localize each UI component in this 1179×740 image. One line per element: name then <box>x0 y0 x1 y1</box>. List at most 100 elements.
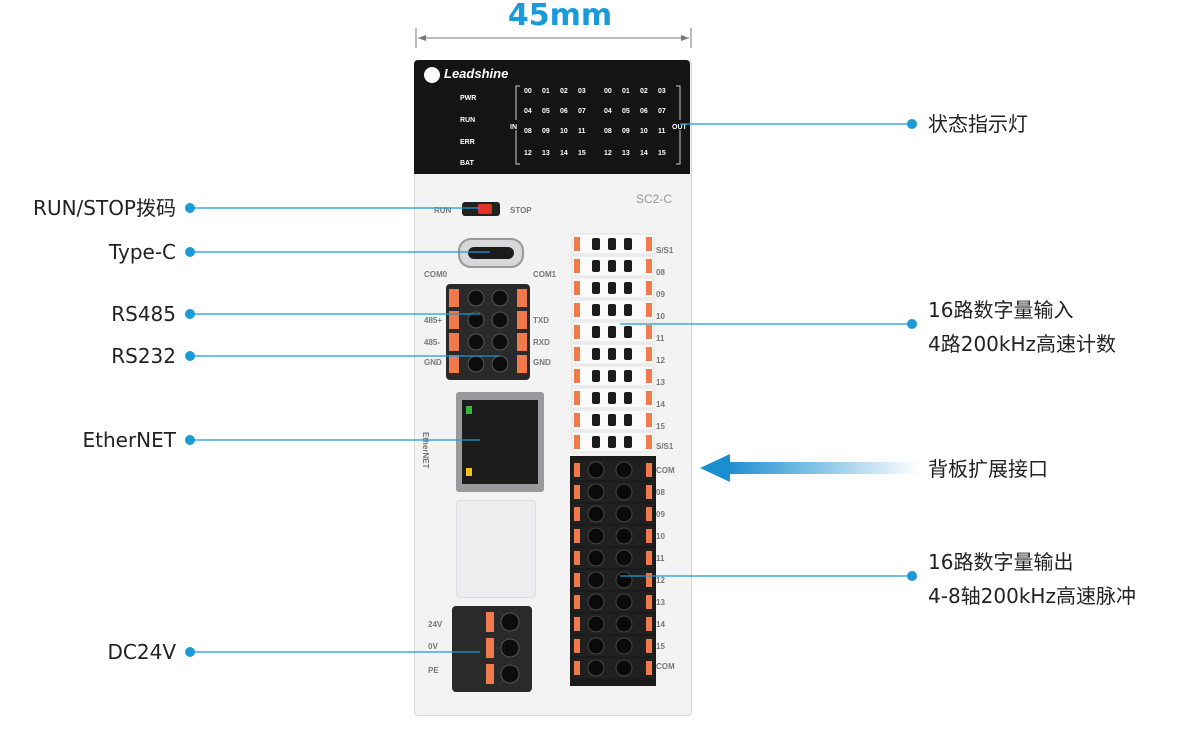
input-term-10: 10 <box>656 312 665 321</box>
switch-run-label: RUN <box>434 206 452 215</box>
callout-dc24v: DC24V <box>107 640 177 664</box>
led-in-01: 01 <box>542 88 550 95</box>
blank-panel <box>456 500 536 598</box>
led-in-15: 15 <box>578 150 586 157</box>
com1-label: COM1 <box>533 270 557 279</box>
input-term-08: 08 <box>656 268 665 277</box>
in-label: IN <box>510 124 517 131</box>
output-term-com-top: COM <box>656 466 675 475</box>
pin-gnd-right: GND <box>533 358 551 367</box>
output-term-com-bottom: COM <box>656 662 675 671</box>
led-brackets <box>515 85 681 165</box>
callout-output-line1: 16路数字量输出 <box>928 550 1074 574</box>
ethernet-socket <box>462 400 538 484</box>
callout-rs232: RS232 <box>111 344 176 368</box>
led-out-09: 09 <box>622 128 630 135</box>
pin-txd: TXD <box>533 316 549 325</box>
led-out-07: 07 <box>658 108 666 115</box>
input-term-ss1-bottom: S/S1 <box>656 442 674 451</box>
callout-backplane: 背板扩展接口 <box>928 457 1048 481</box>
led-out-11: 11 <box>658 128 666 135</box>
output-term-09: 09 <box>656 510 665 519</box>
led-in-11: 11 <box>578 128 586 135</box>
power-pin-24v: 24V <box>428 620 443 629</box>
input-term-12: 12 <box>656 356 665 365</box>
led-in-10: 10 <box>560 128 568 135</box>
led-in-06: 06 <box>560 108 568 115</box>
led-out-03: 03 <box>658 88 666 95</box>
callout-ethernet: EtherNET <box>82 428 177 452</box>
power-pin-0v: 0V <box>428 642 438 651</box>
led-out-02: 02 <box>640 88 648 95</box>
leadshine-logo-icon <box>424 67 440 83</box>
led-in-05: 05 <box>542 108 550 115</box>
output-term-13: 13 <box>656 598 665 607</box>
led-in-07: 07 <box>578 108 586 115</box>
width-dimension-arrow <box>415 28 692 48</box>
callout-output-line2: 4-8轴200kHz高速脉冲 <box>928 584 1136 608</box>
model-label: SC2-C <box>636 192 673 206</box>
ethernet-port[interactable] <box>456 392 544 492</box>
plc-status-panel <box>414 60 690 174</box>
callout-run-stop: RUN/STOP拨码 <box>33 196 176 220</box>
brand-logo: Leadshine <box>444 66 509 81</box>
type-c-port[interactable] <box>458 238 524 268</box>
ethernet-activity-led-icon <box>466 468 472 476</box>
output-term-12: 12 <box>656 576 665 585</box>
right-callout-lines <box>620 119 917 581</box>
led-out-06: 06 <box>640 108 648 115</box>
backplane-arrow-icon <box>700 454 920 482</box>
pin-rxd: RXD <box>533 338 550 347</box>
com0-label: COM0 <box>424 270 448 279</box>
status-label-err: ERR <box>460 139 475 146</box>
power-pin-pe: PE <box>428 666 439 675</box>
type-c-socket <box>468 247 514 259</box>
callout-status-led: 状态指示灯 <box>928 112 1028 136</box>
led-grid: 00 01 02 03 00 01 02 03 04 05 06 07 04 0… <box>524 88 670 168</box>
output-term-15: 15 <box>656 642 665 651</box>
left-callout-lines <box>185 203 500 657</box>
ethernet-link-led-icon <box>466 406 472 414</box>
output-terminal-strip[interactable] <box>570 456 656 686</box>
output-term-11: 11 <box>656 554 665 563</box>
input-term-11: 11 <box>656 334 665 343</box>
led-in-09: 09 <box>542 128 550 135</box>
switch-stop-label: STOP <box>510 206 532 215</box>
led-in-00: 00 <box>524 88 532 95</box>
callout-rs485: RS485 <box>111 302 176 326</box>
input-term-ss1-top: S/S1 <box>656 246 674 255</box>
led-in-08: 08 <box>524 128 532 135</box>
out-label: OUT <box>672 124 687 131</box>
input-term-15: 15 <box>656 422 665 431</box>
led-out-00: 00 <box>604 88 612 95</box>
input-term-09: 09 <box>656 290 665 299</box>
callout-type-c: Type-C <box>108 240 176 264</box>
led-in-03: 03 <box>578 88 586 95</box>
output-term-08: 08 <box>656 488 665 497</box>
run-stop-switch[interactable] <box>462 202 500 216</box>
led-out-12: 12 <box>604 150 612 157</box>
input-terminal-strip[interactable] <box>570 232 656 454</box>
width-dimension-label: 45mm <box>507 0 613 33</box>
led-out-04: 04 <box>604 108 612 115</box>
led-out-08: 08 <box>604 128 612 135</box>
status-label-run: RUN <box>460 117 476 124</box>
input-term-14: 14 <box>656 400 665 409</box>
pin-485-minus: 485- <box>424 338 441 347</box>
pin-485-plus: 485+ <box>424 316 443 325</box>
pin-gnd-left: GND <box>424 358 442 367</box>
led-out-14: 14 <box>640 150 648 157</box>
status-label-pwr: PWR <box>460 95 477 102</box>
callout-input-line1: 16路数字量输入 <box>928 298 1074 322</box>
led-in-13: 13 <box>542 150 550 157</box>
status-label-bat: BAT <box>460 160 474 167</box>
input-term-13: 13 <box>656 378 665 387</box>
led-in-02: 02 <box>560 88 568 95</box>
callout-input-line2: 4路200kHz高速计数 <box>928 332 1117 356</box>
led-out-01: 01 <box>622 88 630 95</box>
power-terminal-block[interactable] <box>452 606 532 692</box>
led-in-14: 14 <box>560 150 568 157</box>
led-in-12: 12 <box>524 150 532 157</box>
led-in-04: 04 <box>524 108 532 115</box>
switch-knob <box>478 204 492 214</box>
